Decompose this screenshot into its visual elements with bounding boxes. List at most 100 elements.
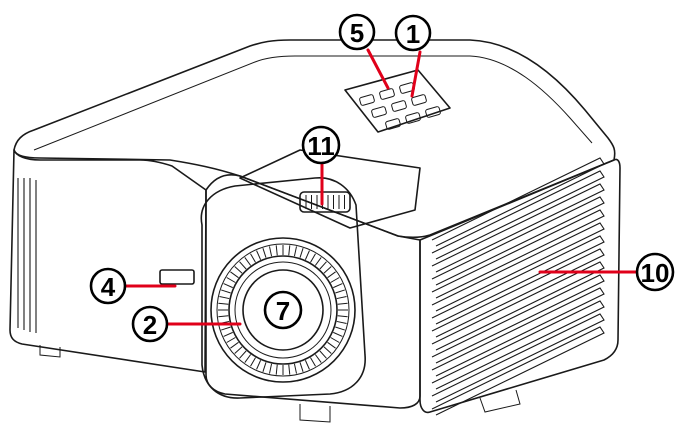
vent-slat: [431, 170, 605, 260]
focus-ring-tooth: [234, 346, 243, 354]
callout-label-5: 5: [350, 18, 364, 48]
focus-ring-tooth: [333, 331, 343, 337]
focus-ring-tooth: [239, 261, 247, 270]
lens-bezel: [200, 177, 366, 399]
focus-ring-tooth: [333, 283, 343, 289]
focus-ring-tooth: [304, 250, 310, 260]
vent-slat: [431, 222, 605, 312]
focus-ring-tooth: [327, 271, 336, 279]
keypad: [344, 69, 451, 133]
leader-5: [366, 48, 390, 90]
vent-slat: [431, 274, 605, 364]
focus-ring-tooth: [323, 346, 332, 354]
keypad-key: [371, 106, 387, 118]
callout-7: 7: [263, 290, 303, 330]
focus-ring-tooth: [268, 246, 273, 257]
keypad-key: [425, 106, 441, 118]
leader-1: [410, 50, 422, 98]
top-rim: [33, 55, 593, 151]
focus-ring-tooth: [234, 266, 243, 274]
focus-ring-tooth: [336, 320, 347, 325]
focus-ring-tooth: [250, 253, 256, 263]
vent-slat: [431, 157, 605, 247]
focus-ring-tooth: [310, 357, 316, 367]
callout-10: 10: [635, 252, 675, 292]
focus-ring-tooth: [335, 326, 345, 331]
focus-ring-tooth: [244, 257, 252, 266]
focus-ring-tooth: [330, 337, 340, 343]
focus-ring-tooth: [275, 364, 278, 375]
vent-slat: [431, 235, 605, 325]
keypad-key: [391, 100, 407, 112]
keypad-key: [411, 94, 427, 106]
focus-ring-tooth: [250, 357, 256, 367]
vent-slat: [431, 209, 605, 299]
focus-ring-tooth: [268, 363, 273, 374]
focus-ring-tooth: [314, 354, 322, 363]
focus-ring-tooth: [223, 283, 233, 289]
focus-ring-tooth: [310, 253, 316, 263]
callout-label-2: 2: [143, 310, 157, 340]
focus-ring-tooth: [337, 302, 348, 305]
focus-ring-tooth: [239, 350, 247, 359]
vent-slat: [431, 248, 605, 338]
projection-lens: [242, 269, 324, 351]
callout-11: 11: [301, 125, 341, 165]
callout-label-7: 7: [276, 296, 290, 326]
focus-ring-tooth: [223, 331, 233, 337]
focus-ring-tooth: [288, 364, 291, 375]
focus-ring-tooth: [230, 271, 239, 279]
focus-ring-tooth: [319, 350, 327, 359]
focus-ring-tooth: [336, 295, 347, 300]
callout-1: 1: [394, 14, 432, 52]
callout-label-11: 11: [307, 131, 335, 161]
callout-label-1: 1: [406, 19, 420, 49]
vent-slat: [431, 183, 605, 273]
focus-ring-tooth: [327, 341, 336, 349]
front-foot: [299, 404, 331, 423]
left-side: [9, 149, 207, 373]
vent-slat: [431, 196, 605, 286]
focus-ring-tooth: [304, 360, 310, 370]
right-side: [419, 158, 621, 414]
focus-ring-tooth: [314, 257, 322, 266]
focus-ring-tooth: [335, 289, 345, 294]
focus-ring-tooth: [244, 354, 252, 363]
keypad-key: [405, 112, 421, 124]
focus-ring-tooth: [218, 315, 229, 318]
focus-ring-tooth: [337, 315, 348, 318]
front-face: [205, 174, 421, 409]
right-vents: [431, 157, 605, 416]
focus-ring-tooth: [293, 246, 298, 257]
rear-foot: [39, 345, 61, 358]
lens-assembly: [210, 237, 356, 383]
callout-2: 2: [131, 305, 169, 343]
focus-ring-tooth: [275, 245, 278, 256]
left-vents: [17, 178, 37, 333]
lens-shift-dial: [239, 149, 421, 229]
keypad-key: [359, 94, 375, 106]
focus-ring-tooth: [221, 326, 231, 331]
callout-5: 5: [338, 13, 376, 51]
focus-ring-tooth: [219, 295, 230, 300]
keypad-key: [379, 88, 395, 100]
focus-ring: [210, 237, 356, 383]
ir-receiver: [159, 269, 195, 285]
focus-ring-tooth: [299, 248, 304, 258]
top-surface: [13, 39, 616, 239]
focus-ring-tooth: [230, 341, 239, 349]
focus-ring-tooth: [288, 245, 291, 256]
vent-slat: [431, 326, 605, 416]
focus-ring-tooth: [323, 266, 332, 274]
vent-slat: [431, 287, 605, 377]
vent-slat: [431, 261, 605, 351]
side-foot: [479, 389, 521, 413]
callout-label-4: 4: [101, 272, 116, 302]
projector-body: [9, 39, 621, 423]
callout-label-10: 10: [641, 258, 670, 288]
focus-ring-tooth: [256, 250, 262, 260]
callout-4: 4: [89, 267, 127, 305]
focus-ring-tooth: [319, 261, 327, 270]
focus-ring-tooth: [218, 302, 229, 305]
